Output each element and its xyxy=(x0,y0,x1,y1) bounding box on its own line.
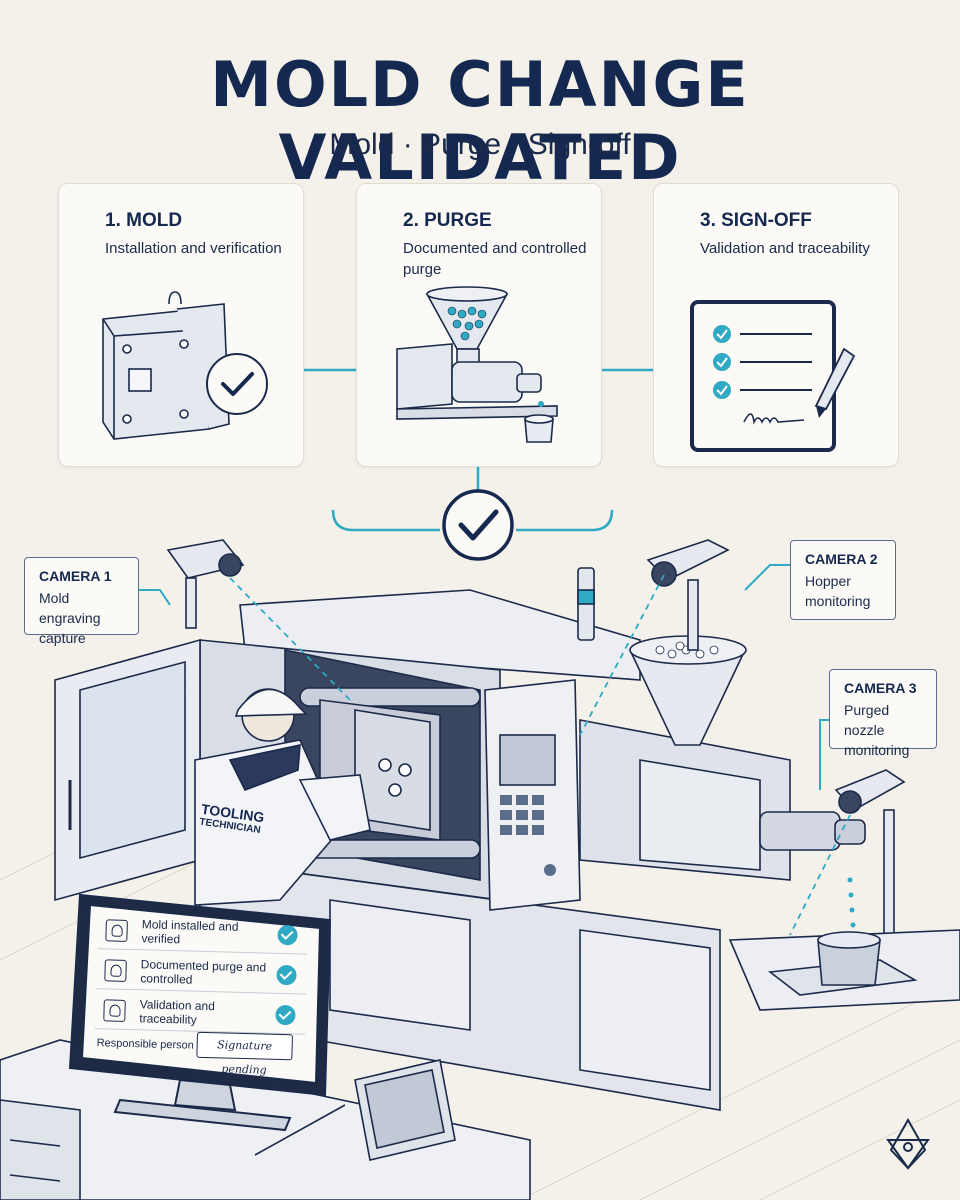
page-title: MOLD CHANGE VALIDATED xyxy=(210,48,750,194)
shield-check-icon xyxy=(104,959,127,982)
check-icon xyxy=(276,964,297,986)
checklist-item: Documented purge and controlled xyxy=(96,953,307,995)
step-card-mold: 1. MOLD Installation and verification xyxy=(58,183,304,467)
camera-2-callout: CAMERA 2 Hopper monitoring xyxy=(790,540,896,620)
callout-title: CAMERA 1 xyxy=(39,568,112,584)
step-card-signoff: 3. SIGN-OFF Validation and traceability xyxy=(653,183,899,467)
monitor-checklist: Mold installed and verified Documented p… xyxy=(86,905,326,1083)
callout-description: Purged nozzle monitoring xyxy=(844,702,910,758)
central-check-icon xyxy=(442,489,514,561)
camera-devices xyxy=(166,539,906,1001)
responsible-person-label: Responsible person xyxy=(96,1037,195,1052)
callout-title: CAMERA 3 xyxy=(844,680,917,696)
badge-check-icon xyxy=(103,999,126,1022)
mold-block-check-icon xyxy=(102,291,268,440)
check-icon xyxy=(277,924,298,946)
purge-hopper-icon xyxy=(396,286,558,443)
checklist-item-label: Mold installed and verified xyxy=(141,917,239,947)
step-description: Documented and controlled purge xyxy=(403,240,587,278)
callout-description: Mold engraving capture xyxy=(39,590,101,646)
camera-sight-lines xyxy=(229,574,851,936)
step-title: 1. MOLD xyxy=(105,210,183,231)
callout-description: Hopper monitoring xyxy=(805,573,871,609)
signed-checklist-icon xyxy=(690,300,856,452)
card-connectors xyxy=(303,368,653,532)
brand-logo-icon xyxy=(886,1117,930,1170)
step-description: Validation and traceability xyxy=(700,240,870,257)
checklist-item-label: Documented purge and controlled xyxy=(140,957,267,987)
page-subtitle: Mold · Purge · Sign-off xyxy=(329,128,631,161)
tooling-technician xyxy=(194,688,371,906)
step-title: 3. SIGN-OFF xyxy=(700,210,812,231)
tablet xyxy=(354,1059,456,1161)
callout-leaders xyxy=(138,564,830,790)
machine-door xyxy=(54,638,201,902)
step-card-purge: 2. PURGE Documented and controlled purge xyxy=(356,183,602,467)
callout-title: CAMERA 2 xyxy=(805,551,878,567)
user-check-icon xyxy=(105,919,128,942)
purge-bucket xyxy=(728,877,960,1011)
check-icon xyxy=(275,1004,296,1026)
camera-3-callout: CAMERA 3 Purged nozzle monitoring xyxy=(829,669,937,758)
checklist-item: Validation and traceability xyxy=(95,993,306,1035)
pen xyxy=(254,1104,346,1156)
checklist-item: Mold installed and verified xyxy=(97,913,309,955)
checklist-item-label: Validation and traceability xyxy=(139,997,216,1027)
signature-field[interactable]: Signature pending xyxy=(196,1031,293,1077)
step-title: 2. PURGE xyxy=(403,210,492,231)
camera-1-callout: CAMERA 1 Mold engraving capture xyxy=(24,557,139,646)
step-description: Installation and verification xyxy=(105,240,282,257)
